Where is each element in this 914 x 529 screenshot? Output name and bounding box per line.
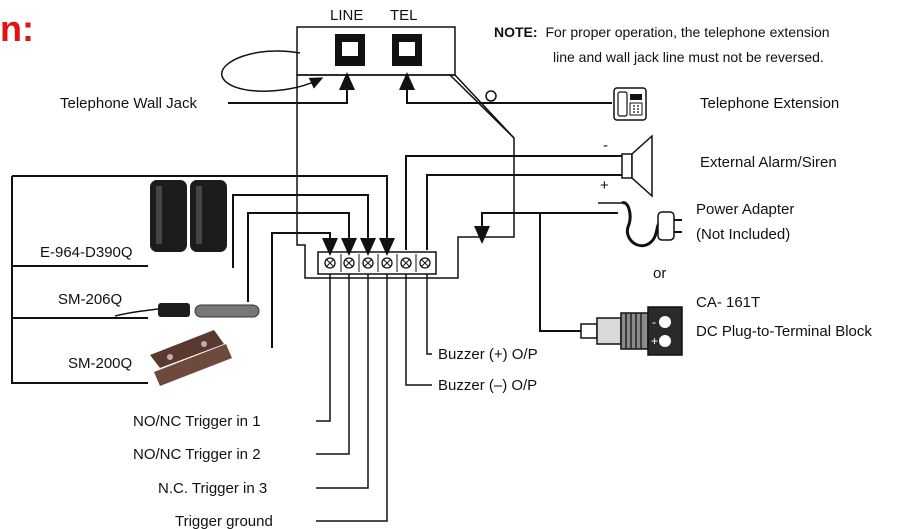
tel-extension-wire (399, 72, 612, 104)
terminal-screws (324, 254, 431, 272)
wall-jack-wire (228, 72, 355, 104)
sm206-label: SM-206Q (58, 291, 122, 308)
terminal-block (317, 251, 437, 275)
title-fragment: n: (0, 8, 34, 49)
phone-jack-block (296, 26, 456, 76)
line-port-icon (335, 34, 365, 66)
dc-plug-icon: - + (580, 306, 683, 356)
main-unit-outline (296, 74, 515, 279)
sm206-sensor-icon (114, 303, 260, 318)
buzzer-neg-leader (405, 274, 432, 386)
power-wire (474, 212, 618, 244)
tel-port-icon (392, 34, 422, 66)
siren-label: External Alarm/Siren (700, 154, 837, 171)
mounting-hole (485, 90, 497, 102)
e964-label: E-964-D390Q (40, 244, 133, 261)
power-adapter-label-1: Power Adapter (696, 201, 794, 218)
sm200-label: SM-200Q (68, 355, 132, 372)
trigger3-wire (271, 232, 338, 348)
svg-text:-: - (652, 315, 656, 329)
e964-wire-top (12, 175, 395, 256)
line-label: LINE (330, 7, 363, 24)
note-line-2: line and wall jack line must not be reve… (553, 49, 824, 65)
trigger1-leader (316, 274, 331, 422)
trigger2-leader (316, 274, 350, 455)
trigger-ground-label: Trigger ground (175, 513, 273, 529)
buzzer-pos-leader (426, 274, 432, 355)
trigger-ground-leader (316, 274, 388, 522)
ca161t-wire (539, 213, 581, 332)
siren-neg-wire (405, 155, 622, 250)
telephone-icon (613, 87, 647, 121)
trigger2-label: NO/NC Trigger in 2 (133, 446, 261, 463)
buzzer-pos-label: Buzzer (+) O/P (438, 346, 538, 363)
power-adapter-icon (598, 201, 682, 248)
svg-text:+: + (651, 334, 658, 348)
ca161t-label-2: DC Plug-to-Terminal Block (696, 323, 872, 340)
power-adapter-label-2: (Not Included) (696, 226, 790, 243)
telephone-extension-label: Telephone Extension (700, 95, 839, 112)
sm206-wire (232, 194, 376, 268)
wall-jack-label: Telephone Wall Jack (60, 95, 198, 112)
buzzer-neg-label: Buzzer (–) O/P (438, 377, 537, 394)
tel-label: TEL (390, 7, 418, 24)
note-text-1: For proper operation, the telephone exte… (545, 24, 829, 40)
note-line-1: NOTE: For proper operation, the telephon… (494, 24, 830, 40)
trigger3-label: N.C. Trigger in 3 (158, 480, 267, 497)
siren-icon (621, 134, 653, 198)
sm200-wire (247, 212, 357, 302)
ca161t-label-1: CA- 161T (696, 294, 760, 311)
siren-pos-wire (426, 174, 622, 250)
left-loop-wire (11, 176, 148, 384)
curved-arrow-icon (221, 50, 324, 92)
magnetic-contact-icon (150, 330, 232, 386)
or-label: or (653, 265, 666, 282)
siren-neg-sign: - (603, 137, 608, 154)
photo-beam-sensor-icon (150, 180, 227, 252)
trigger1-label: NO/NC Trigger in 1 (133, 413, 261, 430)
trigger3-leader (316, 274, 369, 489)
siren-pos-sign: + (600, 177, 609, 194)
note-prefix: NOTE: (494, 24, 538, 40)
